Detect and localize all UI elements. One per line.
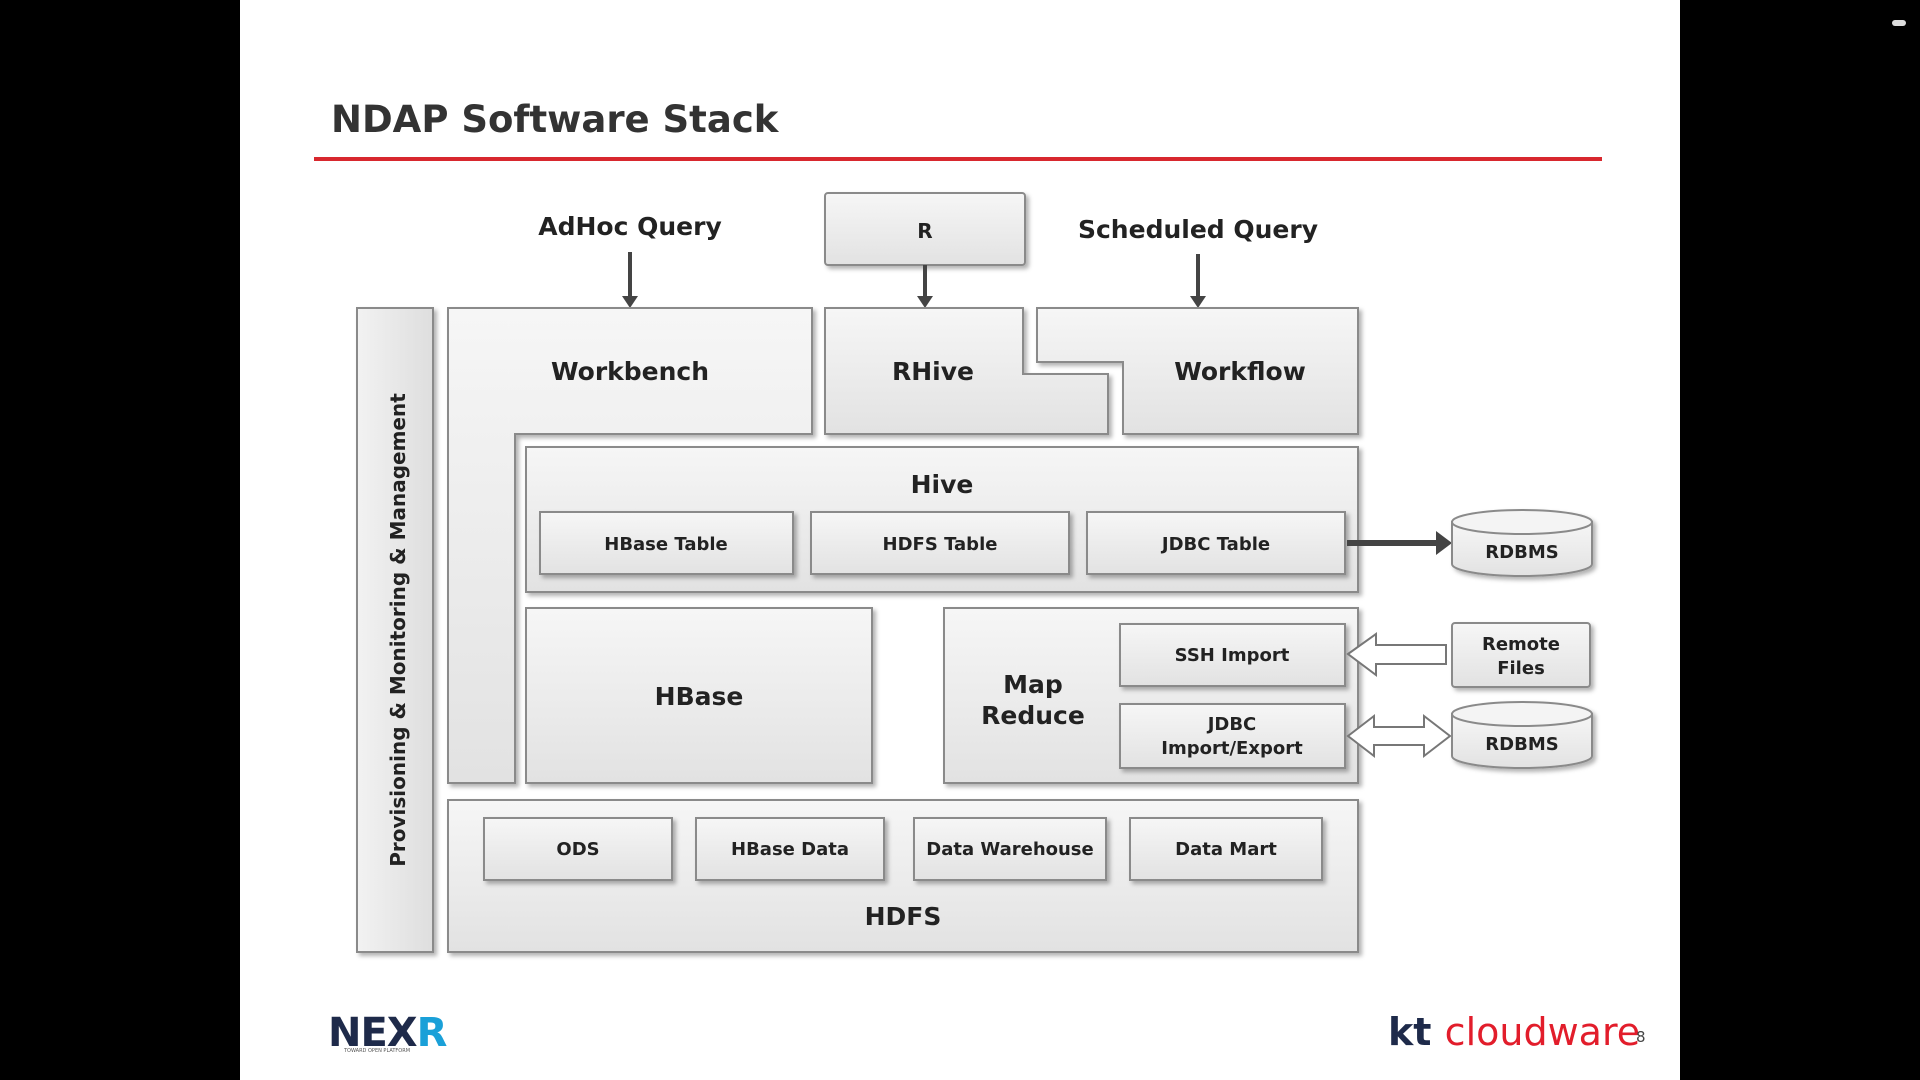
rdbms-bottom-label: RDBMS bbox=[1485, 734, 1558, 755]
scheduled-query-label: Scheduled Query bbox=[1078, 215, 1318, 244]
hdfs-item-data-mart: Data Mart bbox=[1129, 817, 1323, 881]
kt-logo-accent: cloudware bbox=[1444, 1010, 1641, 1054]
adhoc-arrow-head bbox=[622, 296, 638, 308]
slide: NDAP Software Stack AdHoc Query R bbox=[240, 0, 1680, 1080]
hdfs-label: HDFS bbox=[865, 902, 942, 931]
workbench-label: Workbench bbox=[551, 357, 709, 386]
jdbc-import-export-box: JDBC Import/Export bbox=[1119, 703, 1346, 769]
jdbc-rdbms-arrow-head bbox=[1436, 531, 1452, 555]
title-underline bbox=[314, 157, 1602, 161]
hbase-table-label: HBase Table bbox=[604, 534, 728, 555]
remote-files-label-line2: Files bbox=[1497, 658, 1545, 679]
remote-files-label-line1: Remote bbox=[1482, 634, 1560, 655]
hive-table-hbase: HBase Table bbox=[539, 511, 794, 575]
nexr-logo-tagline: TOWARD OPEN PLATFORM bbox=[344, 1048, 411, 1054]
page-number: 8 bbox=[1636, 1028, 1646, 1046]
jdbc-table-label: JDBC Table bbox=[1160, 534, 1270, 555]
rdbms-top-cylinder: RDBMS bbox=[1451, 509, 1593, 577]
nexr-logo: NEXR bbox=[328, 1010, 448, 1056]
mapreduce-label-line2: Reduce bbox=[981, 701, 1085, 730]
r-label: R bbox=[917, 219, 932, 243]
workflow-box: Workflow bbox=[1036, 307, 1359, 435]
provisioning-label: Provisioning & Monitoring & Management bbox=[386, 393, 410, 867]
nexr-logo-accent: R bbox=[416, 1010, 448, 1056]
corner-indicator bbox=[1892, 20, 1906, 26]
rhive-label: RHive bbox=[892, 357, 974, 386]
hbase-box: HBase bbox=[525, 607, 873, 784]
hive-table-jdbc: JDBC Table bbox=[1086, 511, 1346, 575]
workbench-box: Workbench bbox=[447, 307, 813, 784]
remote-files-box: Remote Files bbox=[1451, 622, 1591, 688]
workflow-label: Workflow bbox=[1174, 357, 1306, 386]
hdfs-item-data-warehouse: Data Warehouse bbox=[913, 817, 1107, 881]
hdfs-item-hbase-data: HBase Data bbox=[695, 817, 885, 881]
slide-title: NDAP Software Stack bbox=[331, 98, 779, 141]
mapreduce-label-line1: Map bbox=[1003, 670, 1063, 699]
data-warehouse-label: Data Warehouse bbox=[926, 839, 1093, 860]
scheduled-arrow-head bbox=[1190, 296, 1206, 308]
jdbc-rdbms-double-arrow bbox=[1346, 713, 1452, 759]
rhive-box: RHive bbox=[824, 307, 1109, 435]
hbase-data-label: HBase Data bbox=[731, 839, 849, 860]
kt-cloudware-logo: kt cloudware bbox=[1388, 1010, 1640, 1054]
nexr-logo-main: NEX bbox=[328, 1010, 418, 1056]
ods-label: ODS bbox=[556, 839, 599, 860]
rdbms-top-label: RDBMS bbox=[1485, 542, 1558, 563]
ssh-import-box: SSH Import bbox=[1119, 623, 1346, 687]
data-mart-label: Data Mart bbox=[1175, 839, 1277, 860]
kt-logo-main: kt bbox=[1388, 1010, 1432, 1054]
software-stack-diagram: AdHoc Query R Scheduled Query Provisioni… bbox=[356, 192, 1593, 953]
ssh-import-label: SSH Import bbox=[1175, 645, 1290, 666]
hdfs-item-ods: ODS bbox=[483, 817, 673, 881]
hive-table-hdfs: HDFS Table bbox=[810, 511, 1070, 575]
adhoc-query-label: AdHoc Query bbox=[538, 212, 722, 241]
hbase-label: HBase bbox=[655, 682, 744, 711]
jdbc-import-label-line1: JDBC bbox=[1206, 714, 1257, 735]
r-arrow-head bbox=[917, 296, 933, 308]
provisioning-panel: Provisioning & Monitoring & Management bbox=[356, 307, 434, 953]
r-box: R bbox=[824, 192, 1026, 266]
rdbms-bottom-cylinder: RDBMS bbox=[1451, 701, 1593, 769]
remote-files-arrow bbox=[1346, 632, 1447, 677]
jdbc-import-label-line2: Import/Export bbox=[1161, 738, 1303, 759]
hdfs-table-label: HDFS Table bbox=[883, 534, 998, 555]
hive-label: Hive bbox=[911, 470, 974, 499]
